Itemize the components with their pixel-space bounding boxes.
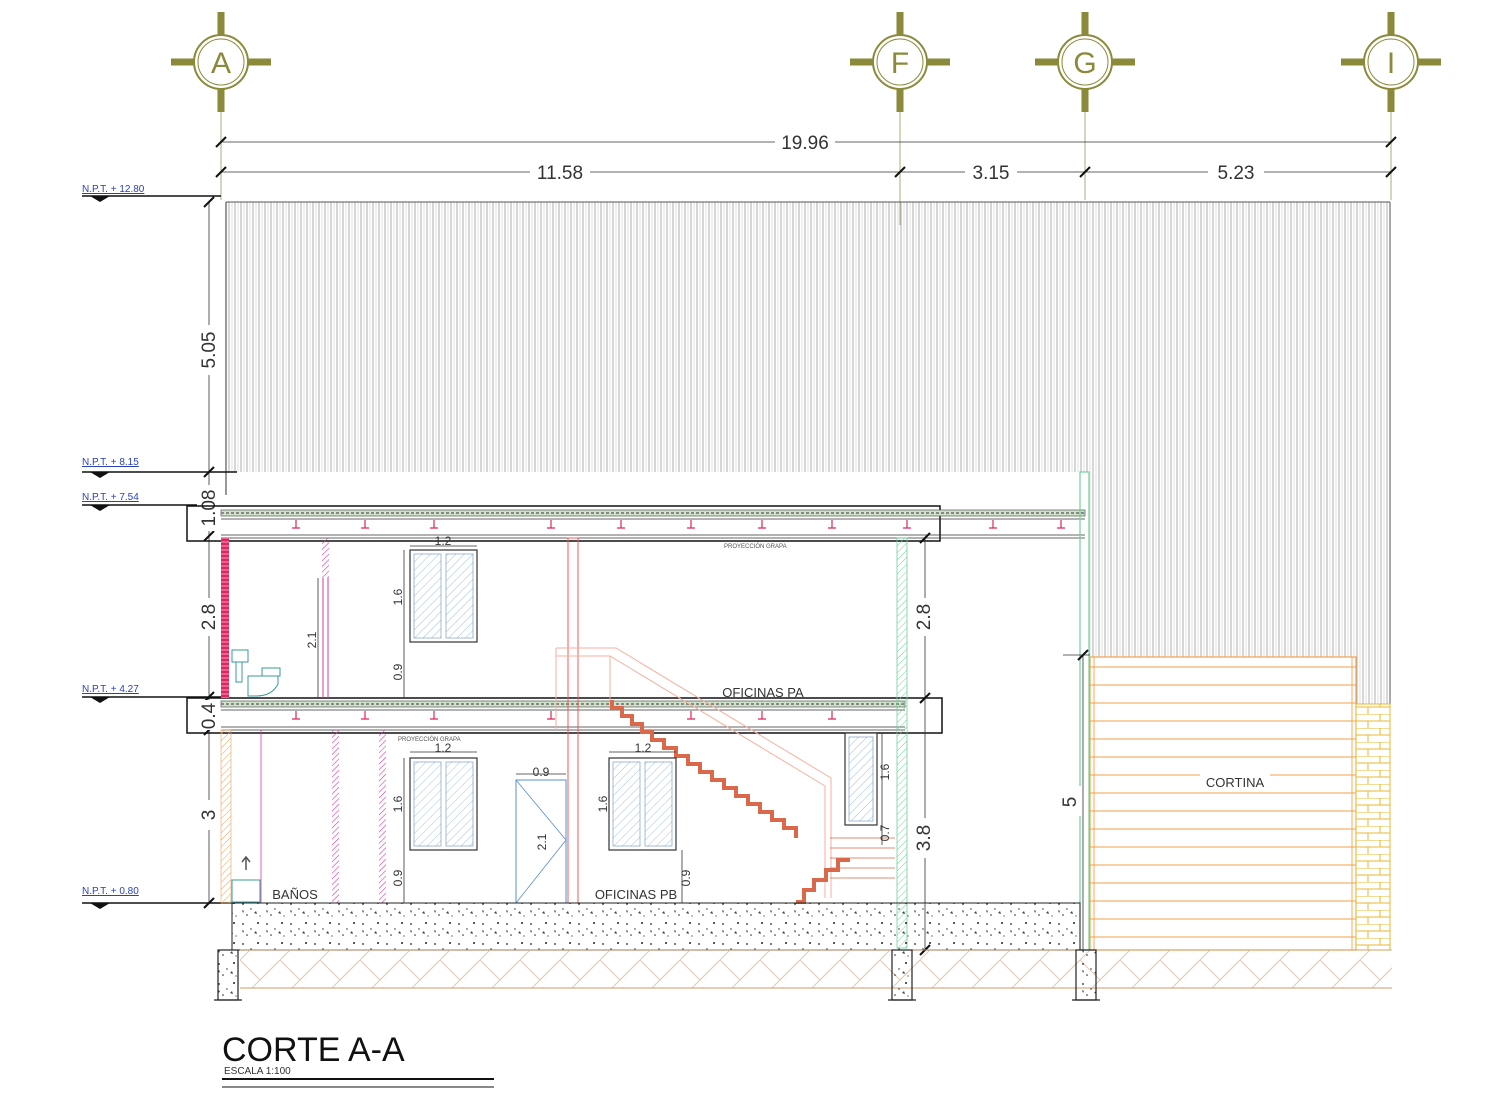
window-pb-3: 1.6 0.7: [844, 732, 892, 845]
dim-slab-upper: 1.08: [199, 490, 220, 527]
cortina-shutter: CORTINA: [1089, 656, 1357, 951]
door-pa-height-text: 2.1: [305, 631, 319, 648]
level-label-12-80: N.P.T. + 12.80: [82, 184, 145, 195]
proyeccion-upper-label: PROYECCIÓN GRAPA: [724, 543, 787, 550]
title-main-text: CORTE A-A: [222, 1031, 405, 1069]
level-marker-0-80: N.P.T. + 0.80: [82, 886, 235, 909]
axis-marker-a: A: [171, 12, 271, 112]
axis-label-f: F: [891, 47, 909, 80]
footing-f: [888, 949, 916, 1001]
win-pb3-sill-text: 0.7: [878, 824, 892, 841]
door-pb-height-text: 2.1: [535, 833, 549, 850]
door-pa-dimension: 2.1: [305, 578, 319, 698]
wall-orange-left-lower: [220, 729, 232, 904]
footing-g: [1072, 949, 1100, 1001]
dimension-total: 19.96: [215, 131, 1397, 154]
win-pb2-sill-text: 0.9: [679, 869, 693, 886]
axis-marker-f: F: [850, 12, 950, 112]
toilet-fixtures: [231, 649, 281, 697]
win-pa-width-text: 1.2: [435, 534, 452, 548]
dim-cortina-height: 5: [1060, 797, 1081, 808]
bathroom-fixture-lower: [231, 855, 261, 903]
lower-slab: PROYECCIÓN GRAPA: [186, 697, 943, 743]
level-marker-8-15: N.P.T. + 8.15: [82, 457, 237, 478]
win-pb2-height-text: 1.6: [596, 795, 610, 812]
level-marker-4-27: N.P.T. + 4.27: [82, 684, 221, 703]
level-label-7-54: N.P.T. + 7.54: [82, 492, 139, 503]
room-label-oficinas-pa: OFICINAS PA: [722, 685, 804, 700]
column-magenta-lower-2: [379, 730, 386, 903]
title-scale-text: ESCALA 1:100: [224, 1066, 291, 1077]
column-magenta-lower-1: [332, 730, 339, 903]
dim-total-text: 19.96: [781, 133, 829, 154]
cortina-label: CORTINA: [1206, 775, 1265, 790]
level-label-4-27: N.P.T. + 4.27: [82, 684, 139, 695]
upper-slab: PROYECCIÓN GRAPA: [186, 505, 1086, 550]
room-label-oficinas-pb: OFICINAS PB: [595, 887, 677, 902]
column-green-g: [1079, 471, 1090, 951]
cortina-dimension: 5: [1058, 649, 1090, 950]
soil-fill: [240, 950, 1392, 988]
column-red-thin: [567, 537, 579, 904]
axis-label-i: I: [1387, 47, 1395, 80]
drawing-title: CORTE A-A ESCALA 1:100: [222, 1031, 494, 1088]
dim-floor-pa: 2.8: [199, 604, 220, 630]
dimension-spans: 11.58 3.15 5.23: [215, 161, 1397, 184]
brick-wall: [1355, 703, 1391, 951]
door-pb: 0.9 2.1: [515, 765, 567, 904]
roof-corrugated-upper: [226, 202, 1390, 472]
concrete-slab: [231, 902, 1081, 951]
axis-label-a: A: [211, 47, 231, 80]
level-label-0-80: N.P.T. + 0.80: [82, 886, 139, 897]
dim-span-fg: 3.15: [973, 163, 1010, 184]
column-magenta-upper: [322, 538, 329, 578]
dim-slab-lower: 0.4: [199, 702, 220, 729]
win-pa-sill-text: 0.9: [391, 663, 405, 680]
dim-floor-pb: 3: [199, 810, 220, 821]
level-label-8-15: N.P.T. + 8.15: [82, 457, 139, 468]
dimension-left-column: 5.05 1.08 2.8 0.4 3: [197, 196, 221, 909]
door-pb-width-text: 0.9: [533, 765, 550, 779]
dim-floor-pb-right: 3.8: [914, 825, 935, 851]
win-pb1-sill-text: 0.9: [391, 869, 405, 886]
win-pb2-width-text: 1.2: [635, 741, 652, 755]
axis-label-g: G: [1073, 47, 1096, 80]
dimension-right-f: 2.8 3.8: [912, 532, 936, 956]
dim-span-gi: 5.23: [1218, 163, 1255, 184]
win-pb1-width-text: 1.2: [435, 741, 452, 755]
axis-marker-g: G: [1035, 12, 1135, 112]
window-pb-2: 1.2 1.6 0.9: [596, 741, 693, 903]
wall-red-left-upper: [221, 538, 229, 698]
window-pa: 1.2 1.6 0.9: [391, 534, 478, 698]
win-pb1-height-text: 1.6: [391, 795, 405, 812]
footing-a: [214, 949, 242, 1001]
proyeccion-lower-label: PROYECCIÓN GRAPA: [398, 736, 461, 743]
window-pb-1: 1.2 1.6 0.9: [391, 741, 478, 903]
win-pb3-height-text: 1.6: [878, 763, 892, 780]
dim-roof-height: 5.05: [199, 332, 220, 369]
stair: [555, 647, 895, 904]
room-label-banos: BAÑOS: [272, 887, 318, 902]
win-pa-height-text: 1.6: [391, 588, 405, 605]
level-marker-12-80: N.P.T. + 12.80: [82, 184, 221, 202]
axis-marker-i: I: [1341, 12, 1441, 112]
dim-floor-pa-right: 2.8: [914, 604, 935, 630]
column-green-f: [896, 537, 908, 949]
dim-span-af: 11.58: [537, 163, 583, 184]
